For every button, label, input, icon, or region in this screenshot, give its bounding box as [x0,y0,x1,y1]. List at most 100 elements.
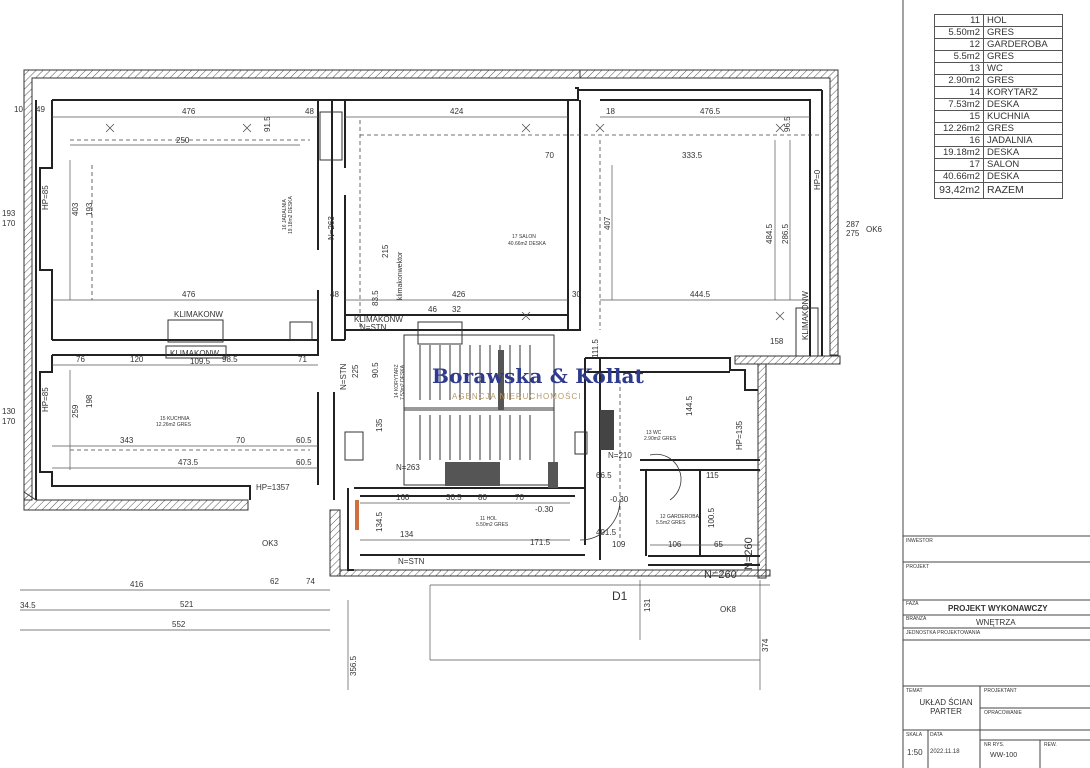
room-schedule-label: KORYTARZ [983,86,1063,99]
dim-287: 287 [846,220,860,229]
room-13-area: 2.90m2 GRES [644,436,677,442]
dim-259: 259 [71,404,80,418]
room-schedule-label: DESKA [983,98,1063,111]
dim-4445: 444.5 [690,290,711,299]
dim-198: 198 [85,394,94,408]
tb-opracowanie-label: OPRACOWANIE [984,710,1022,716]
room-schedule-area: 16 [934,134,984,147]
dim-424: 424 [450,107,464,116]
level-hp135: HP=135 [735,420,744,450]
room-17-label: 17 SALON [512,234,536,240]
klimakonw-label-3: KLIMAKONW [354,315,403,324]
room-schedule-area: 17 [934,158,984,171]
dim-345: 34.5 [20,601,36,610]
exterior-walls [23,69,841,579]
tb-nr-label: NR RYS. [984,742,1005,748]
room-schedule-area: 40.66m2 [934,170,984,183]
room-schedule-area: 12 [934,38,984,51]
room-schedule-label: DESKA [983,146,1063,159]
dim-605b: 60.5 [296,458,312,467]
room-15-label: 15 KUCHNIA [160,416,190,422]
room-schedule-label: SALON [983,158,1063,171]
room-schedule-label: WC [983,62,1063,75]
level-hp85b: HP=85 [41,387,50,412]
dim-48b: 48 [330,290,339,299]
dim-225: 225 [351,364,360,378]
tb-nr-value: WW-100 [990,752,1018,759]
dim-665: 66.5 [596,471,612,480]
klimakonw-label-1: KLIMAKONW [174,310,223,319]
dim-193: 193 [2,209,16,218]
dim-1445: 144.5 [685,395,694,416]
door-d1: D1 [612,589,628,603]
dim-1115: 111.5 [591,339,600,358]
dim-1095: 109.5 [190,357,211,366]
room-16-label: 16 JADALNIA [282,198,288,230]
level-nstn-2: N=STN [398,557,425,566]
dim-65: 65 [714,540,723,549]
tb-branza-value: WNĘTRZA [976,618,1016,627]
solid-blocks [165,111,819,530]
room-schedule-area: 5.5m2 [934,50,984,63]
room-schedule-label: JADALNIA [983,134,1063,147]
window-ok3: OK3 [262,539,279,548]
ceiling-lamp-marks [105,123,785,321]
room-schedule-area: 15 [934,110,984,123]
tb-rew-label: REW. [1044,742,1057,748]
room-schedule-area: 14 [934,86,984,99]
tb-jednostka-label: JEDNOSTKA PROJEKTOWANIA [906,630,981,636]
dim-3565: 356.5 [349,655,358,676]
room-schedule-total-area: 93,42m2 [934,182,984,199]
level-hp85a: HP=85 [41,185,50,210]
level-nstn-3: N=STN [339,363,348,390]
room-schedule-area: 5.50m2 [934,26,984,39]
dim-250: 250 [176,136,190,145]
dim-76: 76 [76,355,85,364]
room-schedule-label: GRES [983,122,1063,135]
level-n260b: N=260 [743,537,755,570]
dim-2865: 286.5 [781,223,790,244]
dim-905: 90.5 [371,362,380,378]
dim-215: 215 [381,244,390,258]
dim-915: 91.5 [263,116,272,132]
dim-343: 343 [120,436,134,445]
dim-374: 374 [761,638,770,652]
dim-193v: 193 [85,202,94,216]
dim-160: 160 [396,493,410,502]
room-11-area: 5.50m2 GRES [476,522,509,528]
dim-46: 46 [428,305,437,314]
level-030a: -0.30 [535,505,554,514]
dim-407: 407 [603,216,612,230]
level-n263b: N=263 [327,216,336,240]
dim-1345: 134.5 [375,511,384,532]
dim-71: 71 [298,355,307,364]
tb-projekt-label: PROJEKT [906,564,930,570]
tb-branza-label: BRANŻA [906,616,927,622]
dimension-lines [20,116,810,690]
dim-476: 476 [182,107,196,116]
dim-134: 134 [400,530,414,539]
dim-70: 70 [545,151,554,160]
room-schedule-area: 13 [934,62,984,75]
room-schedule-area: 12.26m2 [934,122,984,135]
room-schedule-area: 2.90m2 [934,74,984,87]
dimension-labels: 476 48 424 476.5 250 70 333.5 476 48 426… [2,105,860,629]
tb-faza-label: FAZA [906,601,919,607]
dim-49: 49 [36,105,45,114]
dim-18: 18 [606,107,615,116]
klimakonwektor-label: klimakonwektor [397,251,404,300]
tb-faza-value: PROJEKT WYKONAWCZY [948,604,1048,613]
